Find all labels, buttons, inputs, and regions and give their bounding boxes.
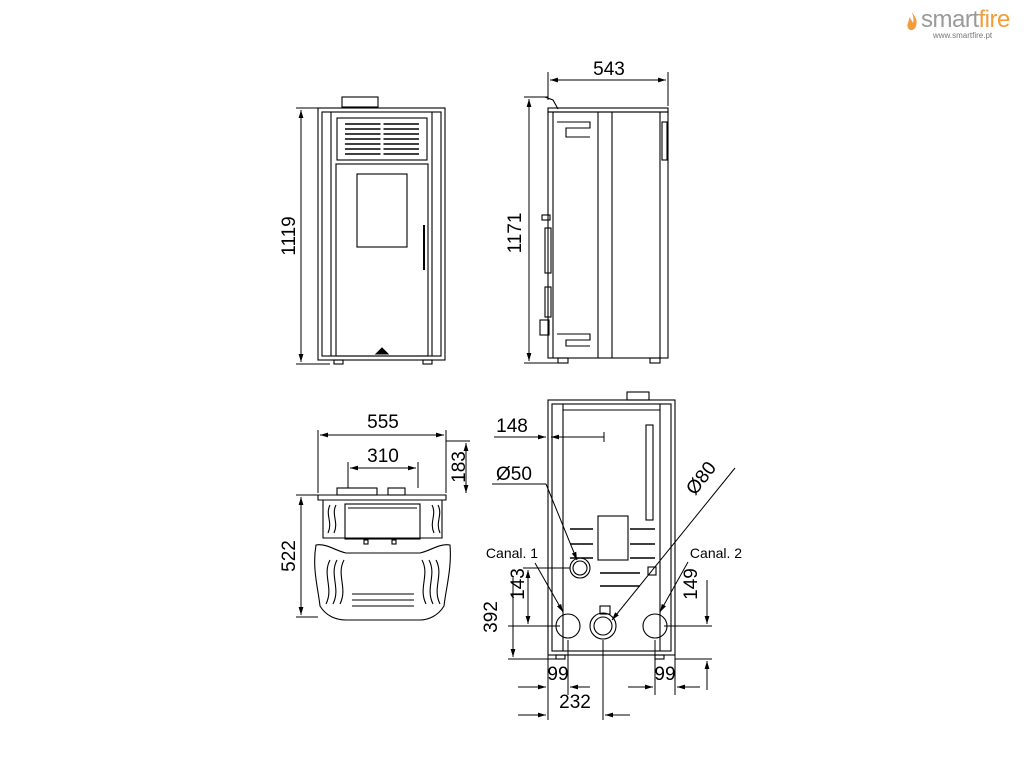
rear-dimensions (492, 432, 736, 720)
top-offset-label: 183 (449, 451, 470, 483)
rear-dim-149: 149 (681, 568, 702, 600)
brand-url: www.smartfire.pt (933, 31, 993, 40)
rear-dim-99-left: 99 (547, 664, 568, 685)
brand-logo: smartfire www.smartfire.pt (905, 6, 1020, 40)
front-view (317, 96, 446, 365)
rear-canal-1-label: Canal. 1 (486, 545, 538, 561)
top-dimensions (296, 430, 470, 618)
front-height-dimension (296, 107, 340, 365)
brand-name: smartfire (921, 6, 1010, 34)
side-height-label: 1171 (505, 213, 526, 254)
rear-dim-392: 392 (481, 601, 502, 633)
brand-name-part2: fire (978, 6, 1011, 33)
top-inner-label: 310 (367, 446, 399, 467)
rear-dia-50: Ø50 (496, 464, 532, 485)
brand-name-part1: smart (921, 6, 979, 33)
rear-view (547, 391, 676, 660)
top-depth-label: 522 (279, 540, 300, 572)
rear-canal-2-label: Canal. 2 (690, 545, 742, 561)
rear-dim-99-right: 99 (654, 664, 675, 685)
rear-dim-232: 232 (559, 692, 591, 713)
side-width-label: 543 (593, 59, 625, 80)
top-view (314, 487, 451, 621)
flame-icon (907, 12, 917, 31)
top-width-label: 555 (367, 412, 399, 433)
rear-dim-143: 143 (508, 568, 529, 600)
side-dimensions (524, 72, 669, 364)
front-height-label: 1119 (279, 216, 300, 255)
rear-dim-148: 148 (496, 416, 528, 437)
side-view (539, 96, 669, 364)
